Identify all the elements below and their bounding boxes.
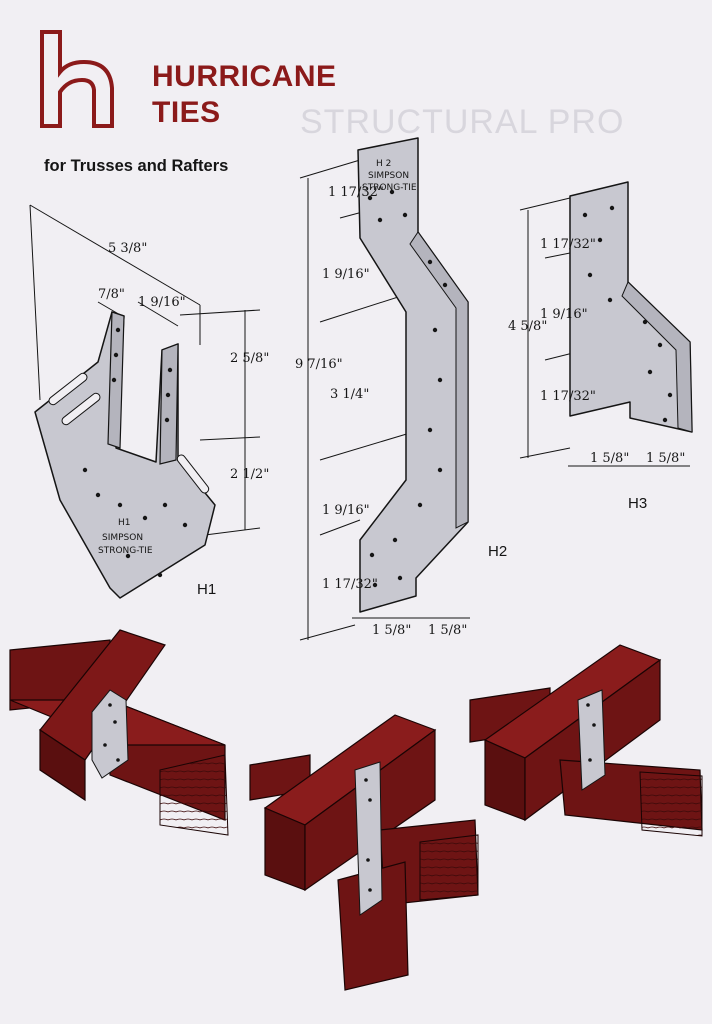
h1-dim-gap: 1 9/16" — [138, 295, 186, 310]
h1-label: H1 — [197, 581, 216, 598]
h-logo-icon — [40, 30, 114, 128]
h2-dim-middle: 3 1/4" — [330, 387, 369, 402]
h2-dim-overall-height: 9 7/16" — [295, 357, 343, 372]
h2-dim-width-left: 1 5/8" — [372, 623, 411, 638]
h2-dim-upper-bend: 1 9/16" — [322, 267, 370, 282]
h2-label: H2 — [488, 543, 507, 560]
h3-label: H3 — [628, 495, 647, 512]
h3-dim-bottom-tab: 1 17/32" — [540, 389, 596, 404]
bleed-through-text: STRUCTURAL PRO — [300, 103, 625, 141]
h1-tie-drawing: H1 SIMPSON STRONG-TIE 5 3/8" 7/8" 1 9/16… — [29, 204, 269, 599]
h3-dim-width-left: 1 5/8" — [590, 451, 629, 466]
h2-tie-drawing: H 2 SIMPSON STRONG-TIE 1 17/32" 1 9/16" … — [295, 137, 507, 641]
h3-dim-width-right: 1 5/8" — [646, 451, 685, 466]
h1-dim-flange: 7/8" — [98, 287, 125, 302]
page-subtitle: for Trusses and Rafters — [44, 157, 229, 175]
h3-dim-overall-height: 4 5/8" — [508, 319, 547, 334]
page-title-line1: HURRICANE — [152, 60, 337, 93]
h1-installation-illustration — [9, 629, 229, 836]
h2-stamp-line3: STRONG-TIE — [362, 183, 417, 193]
h2-dim-width-right: 1 5/8" — [428, 623, 467, 638]
h1-dim-upper-height: 2 5/8" — [230, 351, 269, 366]
h3-dim-top-tab: 1 17/32" — [540, 237, 596, 252]
h2-stamp-line1: H 2 — [376, 159, 391, 169]
h1-stamp-line3: STRONG-TIE — [98, 546, 153, 556]
h3-dim-bend: 1 9/16" — [540, 307, 588, 322]
h3-installation-illustration — [469, 644, 703, 837]
h2-dim-top-tab: 1 17/32" — [328, 185, 384, 200]
h1-dim-overall-width: 5 3/8" — [108, 241, 147, 256]
page-title-line2: TIES — [152, 96, 221, 129]
h1-stamp-line2: SIMPSON — [102, 533, 143, 543]
h3-tie-drawing: 1 17/32" 4 5/8" 1 9/16" 1 17/32" 1 5/8" … — [508, 181, 693, 512]
h1-dim-lower-height: 2 1/2" — [230, 467, 269, 482]
h2-installation-illustration — [249, 714, 479, 991]
h1-stamp-line1: H1 — [118, 518, 131, 528]
h2-dim-bottom-tab: 1 17/32" — [322, 577, 378, 592]
h2-dim-lower-bend: 1 9/16" — [322, 503, 370, 518]
h2-stamp-line2: SIMPSON — [368, 171, 409, 181]
